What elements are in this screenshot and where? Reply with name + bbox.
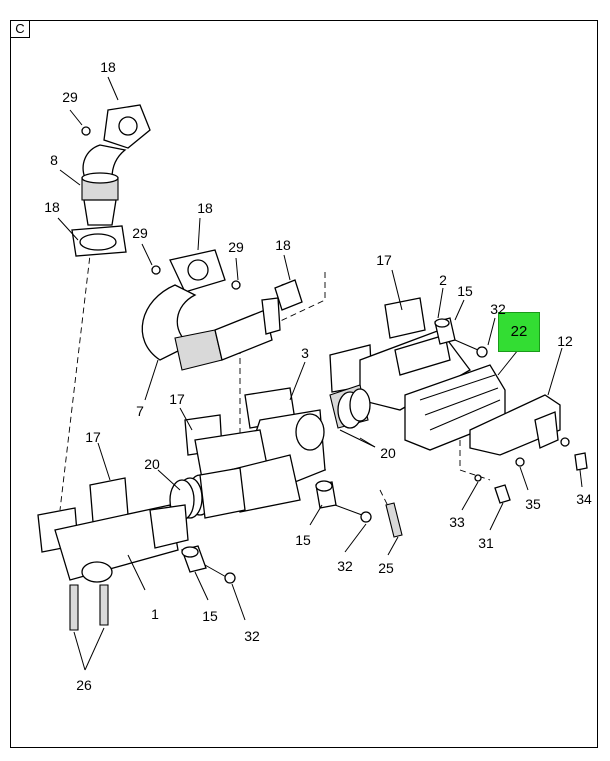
callout-18: 18 xyxy=(100,59,116,75)
callout-7: 7 xyxy=(136,403,144,419)
callout-20: 20 xyxy=(144,456,160,472)
diagram-frame xyxy=(10,20,598,748)
callout-17: 17 xyxy=(169,391,185,407)
callout-18: 18 xyxy=(275,237,291,253)
callout-31: 31 xyxy=(478,535,494,551)
callout-17: 17 xyxy=(376,252,392,268)
callout-20: 20 xyxy=(380,445,396,461)
callout-17: 17 xyxy=(85,429,101,445)
callout-29: 29 xyxy=(132,225,148,241)
callout-32: 32 xyxy=(337,558,353,574)
callout-1: 1 xyxy=(151,606,159,622)
callout-29: 29 xyxy=(228,239,244,255)
callout-29: 29 xyxy=(62,89,78,105)
highlight-callout-22[interactable]: 22 xyxy=(498,312,540,352)
view-tag: C xyxy=(10,20,30,38)
callout-32: 32 xyxy=(244,628,260,644)
callout-2: 2 xyxy=(439,272,447,288)
callout-12: 12 xyxy=(557,333,573,349)
callout-18: 18 xyxy=(197,200,213,216)
callout-3: 3 xyxy=(301,345,309,361)
callout-15: 15 xyxy=(202,608,218,624)
callout-25: 25 xyxy=(378,560,394,576)
callout-33: 33 xyxy=(449,514,465,530)
callout-32: 32 xyxy=(490,301,506,317)
callout-34: 34 xyxy=(576,491,592,507)
callout-8: 8 xyxy=(50,152,58,168)
callout-18: 18 xyxy=(44,199,60,215)
callout-26: 26 xyxy=(76,677,92,693)
callout-35: 35 xyxy=(525,496,541,512)
callout-15: 15 xyxy=(295,532,311,548)
callout-15: 15 xyxy=(457,283,473,299)
